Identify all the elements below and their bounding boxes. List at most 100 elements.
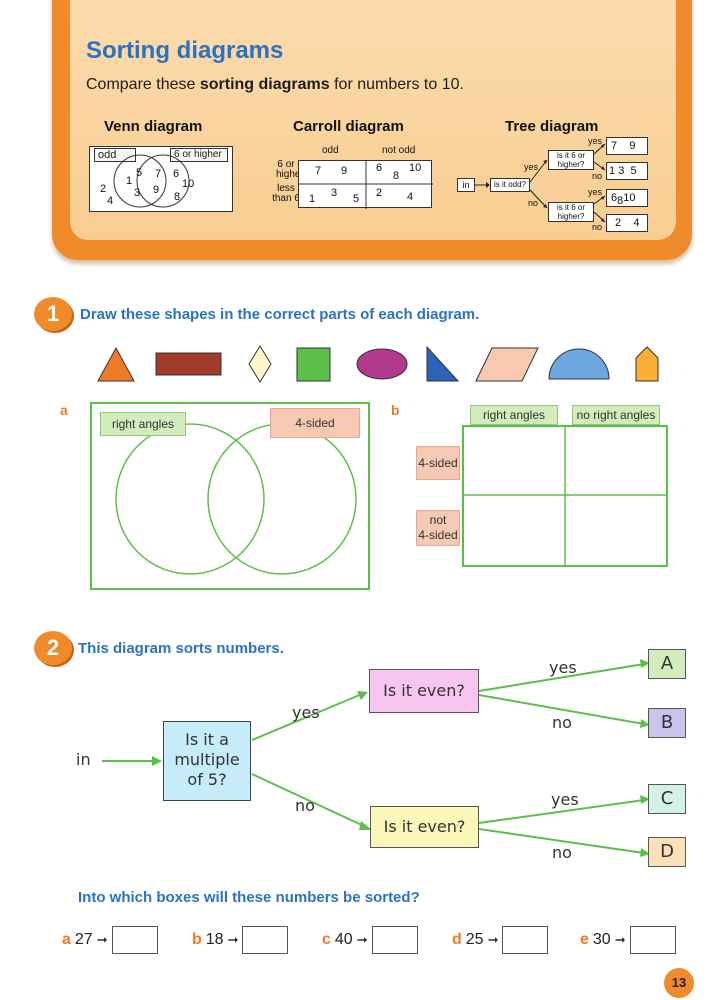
- venn-diagram-a[interactable]: right angles 4-sided: [90, 402, 370, 590]
- answer-input-e[interactable]: [629, 926, 676, 954]
- carroll-title: Carroll diagram: [293, 118, 404, 135]
- part-b-letter: b: [391, 402, 400, 418]
- venn-both-value: 7: [155, 168, 162, 180]
- tree-high-question-top: is it 6 or higher?: [548, 150, 594, 170]
- carroll-cell-value: 5: [353, 193, 360, 205]
- venn-circles: [113, 154, 190, 208]
- answer-input-d[interactable]: [502, 926, 549, 954]
- tree-result-box: 6810: [606, 189, 648, 207]
- tree-result-box: 7 9: [606, 137, 648, 155]
- flow-yes-label: yes: [549, 658, 577, 677]
- tree-arrows: [474, 143, 606, 223]
- banner-panel: [70, 0, 676, 240]
- question-2-badge: 2: [34, 631, 72, 665]
- carroll-row-low: less than 6: [272, 183, 300, 204]
- carroll-cell-value: 6: [376, 162, 383, 174]
- tree-no-label: no: [592, 222, 603, 232]
- answer-input-b[interactable]: [242, 926, 289, 954]
- venn-left-only-value: 1: [126, 175, 133, 187]
- parallelogram-shape: [475, 347, 539, 382]
- question-2-text: This diagram sorts numbers.: [78, 640, 284, 657]
- page-subtitle: Compare these sorting diagrams for numbe…: [86, 76, 464, 93]
- tree-odd-question: is it odd?: [490, 178, 530, 192]
- carroll-cell-value: 1: [309, 193, 316, 205]
- venn-both-value: 9: [153, 184, 160, 196]
- tree-yes-label: yes: [524, 162, 539, 172]
- tree-yes-label: yes: [588, 187, 603, 197]
- tree-high-question-bottom: is it 6 or higher?: [548, 202, 594, 222]
- right-triangle-shape: [426, 345, 460, 382]
- tree-no-label: no: [592, 171, 603, 181]
- flow-no-label: no: [552, 713, 572, 732]
- carroll-col-odd: odd: [322, 145, 339, 156]
- rhombus-shape: [248, 345, 272, 383]
- venn-right-only-value: 6: [173, 168, 180, 180]
- venn-right-only-value: 8: [174, 191, 181, 203]
- carroll-cell-value: 7: [315, 165, 322, 177]
- flow-yes-label: yes: [551, 790, 579, 809]
- venn-a-right-angles-label: right angles: [100, 412, 186, 436]
- answer-input-c[interactable]: [371, 926, 418, 954]
- venn-right-only-value: 10: [182, 178, 195, 190]
- flow-in-label: in: [76, 750, 91, 769]
- question-1-badge: 1: [34, 297, 72, 331]
- venn-left-only-value: 5: [136, 167, 143, 179]
- even-question-top-box: Is it even?: [369, 669, 479, 713]
- triangle-shape: [97, 346, 135, 382]
- carroll-cell-value: 10: [409, 162, 422, 174]
- result-box-b: B: [648, 708, 686, 738]
- carroll-b-col-no-right-angles: no right angles: [572, 405, 660, 425]
- flow-no-label: no: [552, 843, 572, 862]
- semicircle-shape: [548, 348, 610, 380]
- ellipse-shape: [356, 348, 408, 380]
- carroll-cell-value: 4: [407, 191, 414, 203]
- venn-a-4-sided-label: 4-sided: [270, 408, 360, 438]
- tree-result-box: 1 3 5: [606, 162, 648, 180]
- carroll-b-row-4-sided: 4-sided: [416, 446, 460, 480]
- carroll-cell-value: 3: [331, 187, 338, 199]
- carroll-row-high: 6 or higher: [276, 159, 304, 180]
- example-venn-diagram: odd 6 or higher 1 5 3 7 9 6 10 8 2 4: [89, 146, 233, 212]
- question-1-text: Draw these shapes in the correct parts o…: [80, 306, 480, 323]
- flow-arrows: [102, 659, 650, 857]
- venn-outside-value: 4: [107, 195, 114, 207]
- example-carroll-diagram: 7 9 6 8 10 1 3 5 2 4: [298, 160, 433, 209]
- sort-question: Into which boxes will these numbers be s…: [78, 889, 420, 906]
- tree-yes-label: yes: [588, 136, 603, 146]
- carroll-diagram-b[interactable]: [462, 425, 668, 567]
- shapes-row: [97, 345, 659, 383]
- result-box-d: D: [648, 837, 686, 867]
- carroll-b-col-right-angles: right angles: [470, 405, 558, 425]
- carroll-cell-value: 2: [376, 187, 383, 199]
- page-number: 13: [664, 968, 694, 998]
- flow-yes-label: yes: [292, 703, 320, 722]
- result-box-a: A: [648, 649, 686, 679]
- rectangle-shape: [155, 352, 222, 376]
- venn-left-only-value: 3: [134, 187, 141, 199]
- part-a-letter: a: [60, 402, 68, 418]
- even-question-bottom-box: Is it even?: [370, 806, 479, 848]
- pentagon-shape: [635, 346, 659, 382]
- carroll-grid: [299, 161, 433, 209]
- page-title: Sorting diagrams: [86, 37, 284, 64]
- venn-title: Venn diagram: [104, 118, 203, 135]
- tree-result-box: 2 4: [606, 214, 648, 232]
- answer-input-a[interactable]: [111, 926, 158, 954]
- carroll-cell-value: 8: [393, 170, 400, 182]
- venn-outside-value: 2: [100, 183, 107, 195]
- carroll-cell-value: 9: [341, 165, 348, 177]
- square-shape: [296, 347, 331, 382]
- carroll-col-not-odd: not odd: [382, 145, 416, 156]
- tree-in-box: in: [457, 178, 475, 192]
- venn-right-label: 6 or higher: [170, 148, 228, 162]
- tree-title: Tree diagram: [505, 118, 599, 135]
- flow-no-label: no: [295, 796, 315, 815]
- carroll-b-grid: [464, 427, 666, 565]
